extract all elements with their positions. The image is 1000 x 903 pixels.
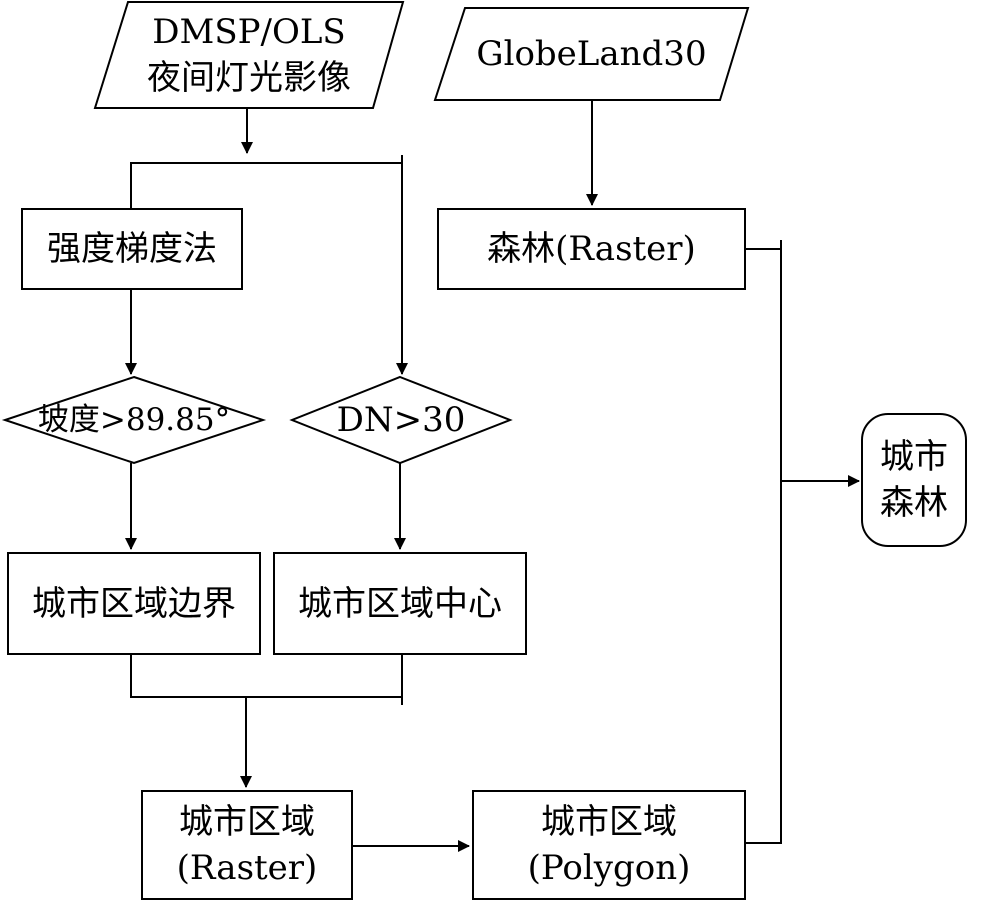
dn-decision: DN>30: [292, 377, 510, 463]
urban-area-polygon-line2: (Polygon): [527, 848, 691, 888]
urban-center-label: 城市区域中心: [298, 583, 502, 624]
slope-decision: 坡度>89.85°: [5, 377, 263, 463]
urban-forest-terminal: 城市 森林: [862, 414, 966, 546]
dmsp-input-line2: 夜间灯光影像: [147, 58, 351, 98]
forest-raster-process: 森林(Raster): [437, 208, 746, 290]
urban-area-raster-process: 城市区域 (Raster): [141, 790, 353, 900]
globeland-input-label: GlobeLand30: [476, 34, 707, 74]
globeland-input: GlobeLand30: [435, 8, 748, 100]
dmsp-input-line1: DMSP/OLS: [152, 12, 346, 52]
forest-to-bus-line: [746, 248, 782, 844]
split-line: [130, 155, 403, 208]
urban-boundary-label: 城市区域边界: [32, 583, 236, 624]
urban-forest-line1: 城市: [880, 437, 948, 477]
connectors: [125, 100, 860, 852]
globeland-input-shape: [433, 7, 750, 101]
dmsp-input-shape: [93, 1, 405, 109]
forest-raster-label: 森林(Raster): [487, 229, 696, 269]
urban-boundary-process: 城市区域边界: [7, 552, 261, 655]
urban-forest-terminal-shape: [861, 413, 967, 547]
intensity-gradient-process: 强度梯度法: [21, 208, 243, 290]
dmsp-input: DMSP/OLS 夜间灯光影像: [95, 2, 403, 108]
slope-decision-shape: [1, 375, 267, 465]
intensity-gradient-label: 强度梯度法: [47, 229, 217, 269]
slope-decision-label: 坡度>89.85°: [37, 402, 231, 438]
urban-center-process: 城市区域中心: [273, 552, 527, 655]
merge-line: [130, 655, 403, 698]
urban-area-raster-line2: (Raster): [176, 848, 318, 888]
urban-area-raster-line1: 城市区域: [179, 802, 315, 842]
urban-area-polygon-process: 城市区域 (Polygon): [472, 790, 746, 900]
urban-area-polygon-line1: 城市区域: [541, 802, 677, 842]
urban-forest-line2: 森林: [880, 483, 948, 523]
dn-decision-label: DN>30: [336, 400, 466, 440]
